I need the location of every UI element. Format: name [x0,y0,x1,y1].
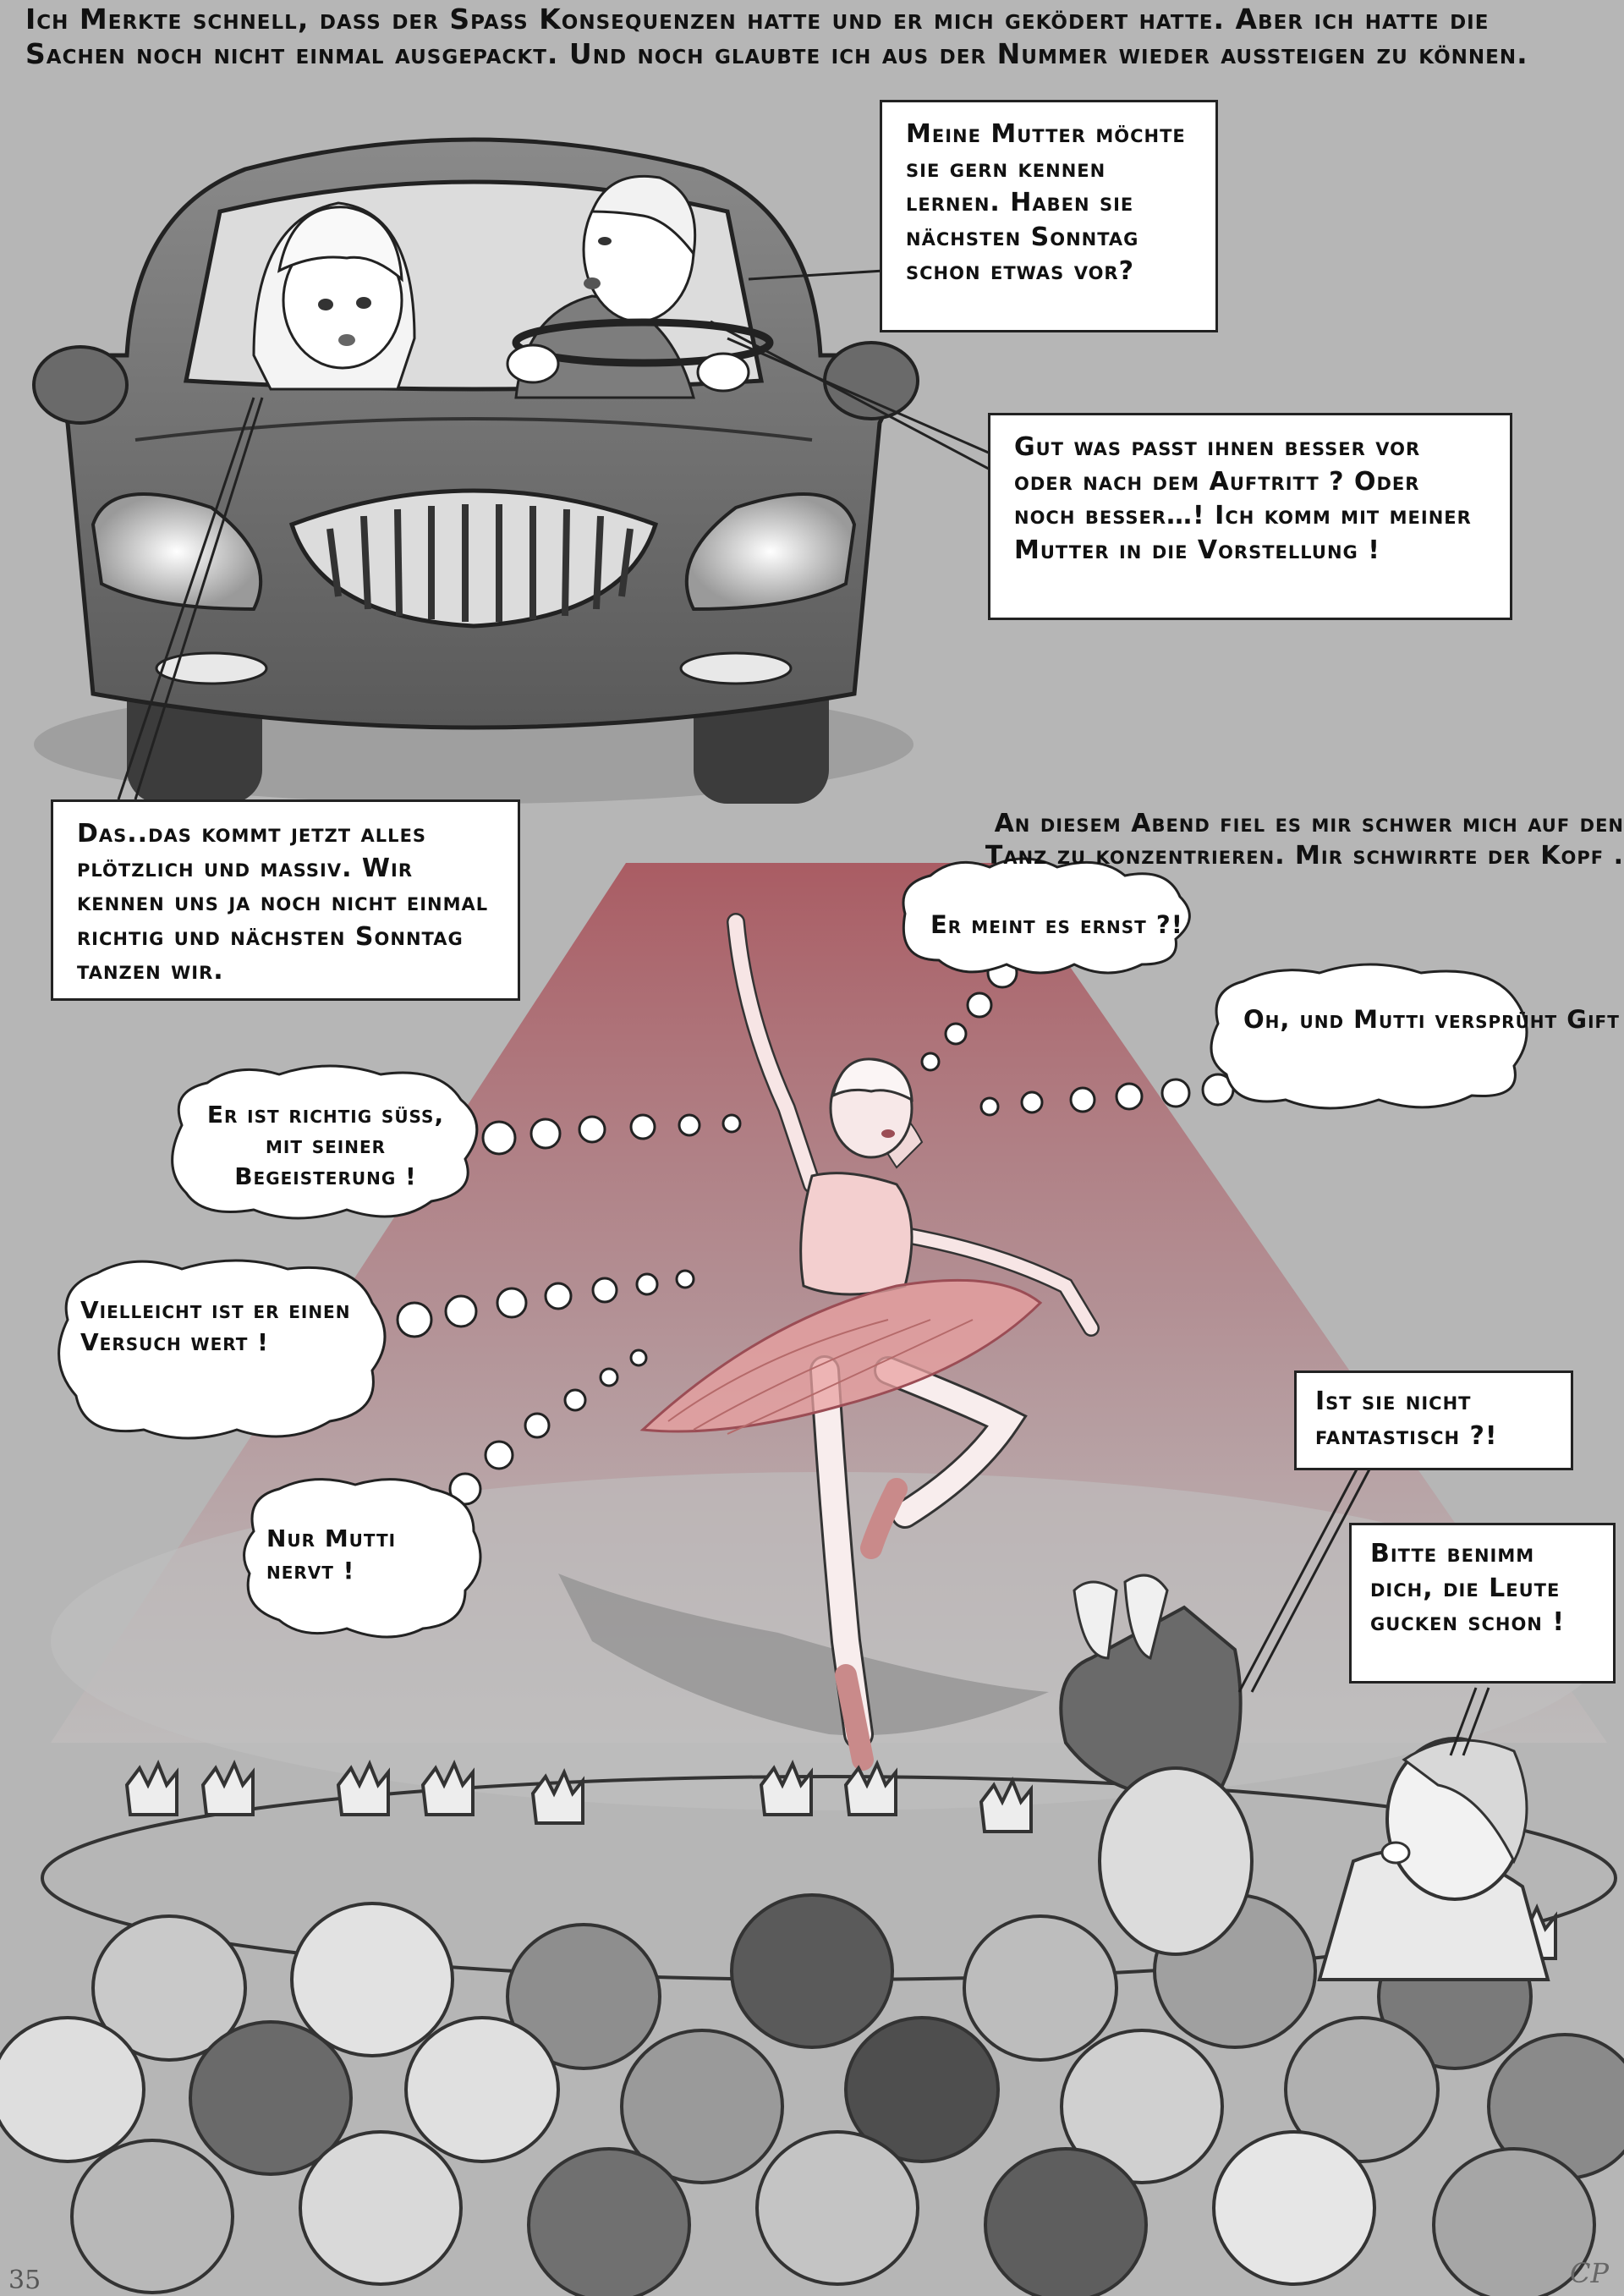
thought-1-text: Er meint es ernst ?! [930,910,1183,939]
artist-signature: CP [1569,2257,1609,2289]
thought-cloud-5: Nur Mutti nervt ! [243,1478,482,1639]
speech-box-man-1: Meine Mutter möchte sie gern kennen lern… [880,100,1218,332]
thought-3-text: Er ist richtig süss, mit seiner Begeiste… [206,1101,445,1190]
thought-cloud-4: Vielleicht ist er einen Versuch wert ! [58,1259,387,1440]
car-illustration [32,137,919,804]
mother [1317,1737,1550,1981]
speech-box-woman-1: Das..das kommt jetzt alles plötzlich und… [51,799,520,1001]
thought-cloud-3: Er ist richtig süss, mit seiner Begeiste… [171,1064,479,1220]
ballerina [639,913,1100,1771]
woman-in-car [252,201,416,391]
narration-top: Ich Merkte schnell, dass der Spass Konse… [25,3,1528,71]
audience [0,1574,1624,2296]
thought-5-text: Nur Mutti nervt ! [266,1524,397,1585]
page-number: 35 [8,2266,41,2295]
thought-4-text: Vielleicht ist er einen Versuch wert ! [80,1296,351,1356]
thought-2-text: Oh, und Mutti versprüht Gift ! [1243,1005,1624,1034]
thought-cloud-2: Oh, und Mutti versprüht Gift ! [1210,963,1624,1110]
svg-text:Oh, und Mutti versprüht Gift !: Oh, und Mutti versprüht Gift ! [1243,1005,1624,1034]
speech-box-man-3: Ist sie nicht fantastisch ?! [1294,1370,1573,1470]
speech-box-man-2: Gut was passt ihnen besser vor oder nach… [988,413,1512,620]
man-in-car [506,174,774,399]
speech-tails-stage [1237,1467,1490,1756]
thought-cloud-1: Er meint es ernst ?! [902,857,1191,975]
clapping-man [1059,1574,1254,1956]
narration-middle: An diesem Abend fiel es mir schwer mich … [985,809,1624,871]
speech-tails-car [117,269,999,800]
speech-box-mother: Bitte benimm dich, die Leute gucken scho… [1349,1523,1616,1684]
